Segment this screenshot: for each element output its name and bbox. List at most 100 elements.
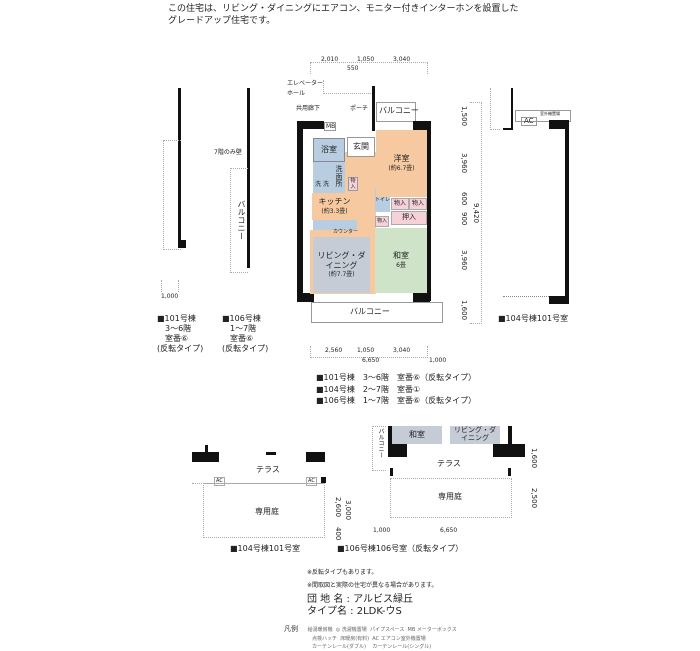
caption-line: (反転タイプ) [157, 344, 204, 353]
caption-104-101-garden: ■104号棟101号室 [230, 544, 301, 553]
garden-dim: 400 [334, 527, 342, 541]
type-name: 2LDK-ウS [356, 605, 402, 617]
caption-106-106: ■106号棟106号室（反転タイプ） [337, 544, 464, 553]
washroom: 洗面所 [313, 162, 345, 193]
dim-top: 1,050 [357, 56, 375, 63]
note-reverse: ※反転タイプもあります。 [307, 569, 378, 576]
legend-item: MB メーターボックス [407, 627, 457, 633]
washitsu-size: 6畳 [396, 261, 406, 269]
garden-dim: 2,600 [334, 497, 342, 518]
dim-right: 3,960 [460, 153, 468, 174]
dim-bottom: 6,650 [362, 357, 380, 364]
western-label: 洋室 [393, 154, 410, 164]
intro-line2: グレードアップ住宅です。 [168, 16, 276, 26]
living-dining: リビング・ダイニング [450, 426, 500, 444]
balcony-label: バルコニー [377, 428, 384, 458]
washitsu: 和室 [392, 426, 442, 444]
dim-top: 3,040 [393, 56, 411, 63]
complex-name: アルビス緑丘 [353, 594, 413, 605]
storage-b: 物入 [391, 198, 409, 210]
caption-106: ■106号棟 1～7階 室番⑥ (反転タイプ) [222, 314, 268, 354]
washitsu-label: 和室 [393, 251, 409, 261]
caption-101: ■101号棟 3～6階 室番⑥ (反転タイプ) [157, 314, 203, 354]
oshiire: 押入 [391, 211, 427, 225]
garden-dim: 6,650 [440, 527, 458, 534]
dim-right: 1,500 [460, 106, 468, 127]
dim-top: 550 [347, 65, 359, 72]
legend-item: 床暖房(有料) [340, 636, 370, 643]
dim-bottom: 1,000 [429, 357, 447, 364]
legend-item: 給湯暖房機 [307, 627, 333, 633]
legend-item: カーテンレール(ダブル) [312, 644, 366, 651]
dim-right: 3,960 [460, 250, 468, 271]
kitchen-label: キッチン [318, 197, 351, 207]
storage-label: 物入 [376, 218, 387, 225]
applies-list: ■101号棟 3～6階 室番⑥（反転タイプ） ■104号棟 2～7階 室番① ■… [316, 372, 476, 407]
corridor-label: 共用廊下 [296, 105, 321, 112]
toilet-label: トイレ [375, 196, 391, 203]
garden-dim: 1,600 [530, 448, 538, 469]
bath-label: 浴室 [321, 144, 337, 154]
ld-label: リビング・ダイニング [317, 250, 366, 271]
garden-label: 専用庭 [438, 492, 462, 501]
complex-label: 団 地 名 [307, 594, 344, 605]
wash-icon-label: 洗 [323, 181, 330, 188]
entrance-label: 玄関 [353, 141, 369, 151]
applies-item: ■104号棟 2～7階 室番① [316, 384, 421, 394]
ld-label: リビング・ダイニング [454, 426, 496, 442]
intro-line1: この住宅は、リビング・ダイニングにエアコン、モニター付きインターホンを設置した [168, 4, 519, 14]
legend-title: 凡例 [284, 625, 298, 633]
caption-line: ■101号棟 [157, 314, 196, 323]
legend: 凡例 給湯暖房機 ◎ 洗濯機置場 パイプスペース MB メーターボックス 点検ハ… [284, 624, 457, 651]
dim-bottom: 1,050 [357, 347, 375, 354]
garden-label: 専用庭 [255, 507, 279, 516]
washitsu-label: 和室 [409, 429, 425, 439]
left-dim: 1,000 [161, 293, 179, 300]
elevator-hall-label: エレベーターホール [287, 80, 324, 97]
western-room: 洋室(約6.7畳) [376, 130, 427, 197]
balcony-bottom-label: バルコニー [350, 307, 390, 316]
dim-right: 9,420 [472, 203, 480, 224]
terrace-label: テラス [437, 459, 461, 468]
bath: 浴室 [313, 138, 345, 162]
entrance: 玄関 [347, 137, 375, 157]
storage-label: 物入 [350, 177, 356, 191]
applies-item: ■106号棟 1～7階 室番⑥（反転タイプ） [316, 396, 477, 406]
balcony-top-label: バルコニー [379, 106, 419, 115]
porch-label: ポーチ [350, 105, 369, 112]
storage-c: 物入 [409, 198, 427, 210]
wall-note: 7階のみ壁 [214, 149, 242, 156]
terrace-label: テラス [256, 465, 280, 474]
garden-dim: 1,000 [373, 527, 391, 534]
garden-dim: 2,500 [530, 488, 538, 509]
storage-label: 物入 [411, 200, 424, 208]
caption-line: 3～6階 [165, 324, 192, 333]
note-difference: ※間取図と実際の住宅が異なる場合があります。 [307, 582, 438, 589]
caption-line: 室番⑥ [165, 334, 189, 343]
left-balcony-label: バルコニー [237, 200, 246, 240]
storage-label: 物入 [393, 200, 406, 208]
storage-d: 物入 [375, 216, 389, 227]
applies-item: ■101号棟 3～6階 室番⑥（反転タイプ） [316, 373, 477, 382]
caption-104-101: ■104号棟101号室 [498, 314, 569, 323]
legend-item: ◎ 洗濯機置場 [335, 627, 367, 633]
caption-line: (反転タイプ) [222, 344, 269, 353]
ac-label: AC [306, 477, 317, 486]
counter-label: カウンター [333, 229, 359, 235]
washroom-label: 洗面所 [335, 164, 343, 189]
ac-note: 室外機置場 [540, 111, 560, 116]
ac-label: AC [521, 117, 537, 126]
caption-line: 1～7階 [230, 324, 257, 333]
mb-label: MB [326, 123, 336, 130]
oshiire-label: 押入 [402, 213, 416, 222]
western-size: (約6.7畳) [388, 164, 415, 172]
ac-label: AC [214, 477, 225, 486]
dim-bottom: 2,560 [325, 347, 343, 354]
garden-dim: 3,000 [344, 500, 352, 521]
dim-right: 1,600 [460, 300, 468, 321]
ld-size: (約7.7畳) [328, 271, 355, 279]
complex-info: 団 地 名 : アルビス緑丘 タイプ名 : 2LDK-ウS [307, 594, 413, 617]
legend-item: パイプスペース [369, 627, 405, 633]
legend-item: カーテンレール(シングル) [372, 644, 432, 651]
caption-line: 室番⑥ [230, 334, 254, 343]
